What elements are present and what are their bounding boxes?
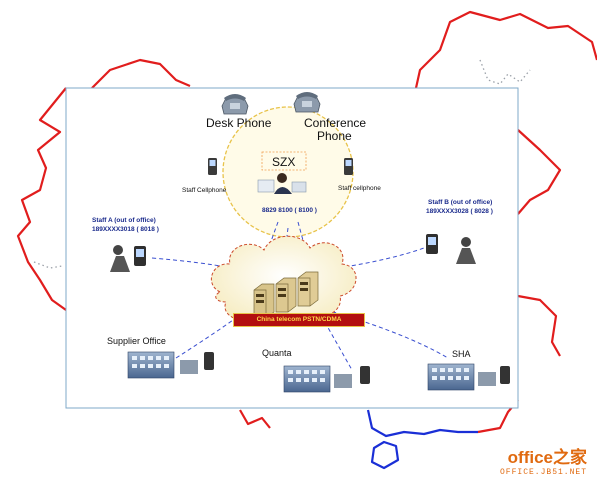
staff-a-number: 189XXXX3018 ( 8018 )	[92, 226, 159, 233]
staff-a-person-icon	[110, 245, 146, 272]
switch-cabinets	[253, 271, 319, 319]
hub-name: SZX	[272, 155, 296, 169]
quanta-label: Quanta	[262, 348, 292, 358]
staff-b-number: 189XXXX3028 ( 8028 )	[426, 208, 493, 215]
sha-label: SHA	[452, 349, 471, 359]
hub-number: 8829 8100 ( 8100 )	[262, 207, 317, 214]
conference-phone-label-line1: Conference	[304, 116, 367, 130]
pstn-network-label: China telecom PSTN/CDMA	[233, 313, 365, 327]
staff-b-person-icon	[426, 234, 476, 264]
cellphone-icon	[208, 158, 217, 175]
cellphone-icon	[344, 158, 353, 175]
map-dotted-border	[33, 59, 531, 269]
staff-b-title: Staff B (out of office)	[428, 199, 493, 206]
watermark-brand: office之家	[507, 448, 587, 467]
supplier-office-building-icon	[127, 351, 214, 379]
cellphone-left-label: Staff Cellphone	[182, 187, 227, 194]
desk-phone-label: Desk Phone	[206, 116, 272, 130]
cellphone-right-label: Staff cellphone	[338, 185, 381, 192]
hub-label-box	[261, 151, 307, 171]
operator-icon	[257, 173, 307, 194]
sha-building-icon	[427, 363, 510, 391]
watermark-url: OFFICE.JB51.NET	[499, 468, 587, 477]
conference-phone-label-line2: Phone	[317, 129, 352, 143]
watermark: office之家 OFFICE.JB51.NET	[500, 443, 587, 477]
quanta-building-icon	[283, 365, 370, 393]
conference-phone-icon	[293, 92, 321, 113]
map-coast	[366, 409, 478, 470]
supplier-office-label: Supplier Office	[107, 336, 166, 346]
desk-phone-icon	[221, 94, 249, 115]
staff-a-title: Staff A (out of office)	[92, 217, 156, 224]
